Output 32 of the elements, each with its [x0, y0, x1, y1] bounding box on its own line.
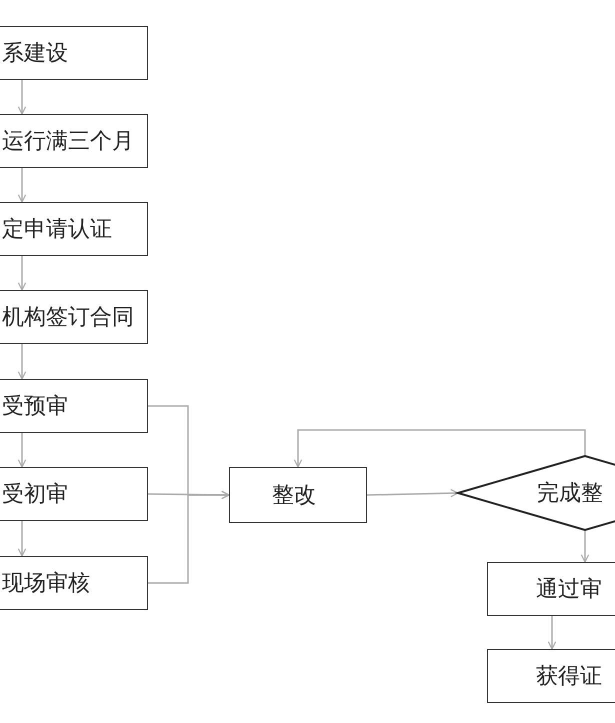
process-box — [487, 562, 615, 616]
arrow — [18, 168, 26, 203]
process-box — [0, 467, 148, 521]
step-label: 受预审 — [2, 393, 68, 421]
process-box — [0, 556, 148, 610]
step-label: 通过审 — [536, 576, 602, 604]
step-label: 获得证 — [536, 663, 602, 691]
process-box — [487, 649, 615, 703]
process-box — [229, 467, 367, 523]
step-label: 定申请认证 — [2, 216, 112, 244]
arrow — [148, 490, 230, 584]
arrow — [366, 488, 459, 498]
arrow — [18, 80, 26, 115]
step-label: 机构签订合同 — [2, 304, 134, 332]
step-label: 完成整 — [537, 480, 603, 508]
arrow — [18, 344, 26, 380]
step-label: 系建设 — [2, 40, 68, 68]
arrow — [294, 429, 586, 468]
arrow — [548, 616, 556, 650]
arrow — [18, 256, 26, 291]
process-box — [0, 290, 148, 344]
step-label: 现场审核 — [2, 570, 90, 598]
process-box — [0, 379, 148, 433]
arrow — [18, 433, 26, 468]
arrow — [18, 521, 26, 557]
process-box — [0, 26, 148, 80]
process-box — [0, 202, 148, 256]
arrow — [580, 530, 590, 563]
step-label: 运行满三个月 — [2, 128, 134, 156]
process-box — [0, 114, 148, 168]
step-label: 整改 — [272, 482, 316, 510]
step-label: 受初审 — [2, 481, 68, 509]
